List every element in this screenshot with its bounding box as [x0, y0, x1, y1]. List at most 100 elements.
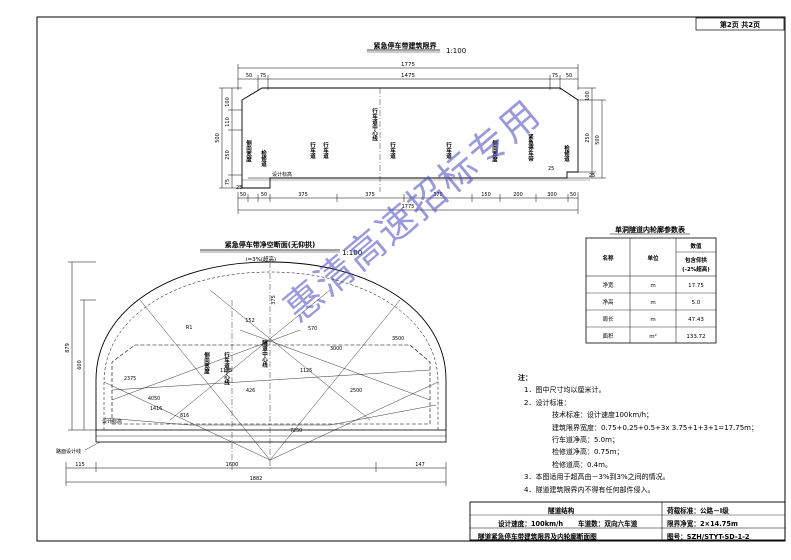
- dim-left-100: 100: [225, 97, 231, 107]
- pavement-line-label: 路面设计线: [56, 448, 81, 455]
- dim-375: 375: [271, 295, 277, 305]
- dim-bot-300: 300: [547, 192, 557, 198]
- tunnel-outer-contour: [95, 261, 447, 430]
- page-number: 第2页 共2页: [720, 20, 760, 29]
- title-block-speed: 设计速度：100km/h: [498, 520, 564, 528]
- note-line: 1．图中尺寸均以厘米计。: [524, 386, 606, 395]
- lane-label-walk-left: 检修道: [260, 149, 268, 168]
- page-number-box: [695, 17, 785, 31]
- table-row-name: 净高: [602, 298, 614, 306]
- label-1125a: 1125: [220, 368, 232, 374]
- dim-1882: 1882: [250, 476, 263, 482]
- outer-frame: [36, 16, 786, 542]
- dim-816: 816: [180, 413, 189, 419]
- dim-bot-50b: 50: [261, 192, 267, 198]
- dim-left-500: 500: [215, 133, 221, 143]
- dim-bot-50c: 50: [570, 192, 576, 198]
- design-elev-sect: 设计标高: [102, 418, 122, 425]
- table-row-value: 47.43: [688, 317, 704, 323]
- lane-centerline-label: 行车道中心线: [223, 351, 231, 387]
- table-head-sub2: (-2%超高): [682, 265, 710, 273]
- dim-right-250: 250: [585, 133, 591, 143]
- title-block-clearance: 限界净宽：2×14.75m: [667, 520, 738, 528]
- table-row-unit: m: [650, 300, 655, 306]
- table-row-unit: m: [650, 283, 655, 289]
- dim-7250: 7250: [290, 428, 302, 434]
- lane-label-side-right: 侧向宽度: [491, 139, 499, 164]
- lane-label-lane1: 行车道: [309, 141, 317, 160]
- dim-879: 879: [65, 343, 71, 353]
- label-3500: 3500: [392, 336, 404, 342]
- title-block-standard: 荷载标准：公路－I级: [667, 507, 729, 515]
- slope-label: i=3%(超高): [246, 255, 276, 263]
- table-row-unit: m: [650, 317, 655, 323]
- title-block-figure-no: 图号：SZH/STYT-SD-1-2: [667, 533, 750, 541]
- side-width-label: 侧向宽度: [203, 351, 211, 376]
- note-line: 3．本图适用于超高由－3%到3%之间的情况。: [524, 473, 670, 482]
- dim-600: 600: [77, 360, 83, 370]
- table-row-value: 17.75: [688, 283, 704, 289]
- clearance-elevation: 紧急停车带建筑限界 1:100 1775 1475 50 75 75 50 10…: [215, 41, 606, 214]
- dim-bot-200: 200: [513, 192, 523, 198]
- section-scale: 1:100: [342, 249, 362, 257]
- dim-115: 115: [75, 462, 85, 468]
- table-head-value: 数值: [690, 242, 702, 250]
- table-row-name: 周长: [602, 315, 614, 323]
- dim-top-75b: 75: [552, 73, 558, 79]
- title-block: [469, 501, 786, 541]
- lane-label-lane2b: 行车道: [389, 141, 397, 160]
- dim-top-50b: 50: [566, 73, 572, 79]
- table-row-name: 面积: [602, 333, 614, 340]
- lane-label-side-left: 侧向宽度: [245, 139, 253, 164]
- notes-block: 注： 1．图中尺寸均以厘米计。 2．设计标准： 技术标准：设计速度100km/h…: [518, 372, 788, 496]
- elevation-scale: 1:100: [446, 47, 466, 55]
- dim-bot-1775: 1775: [402, 204, 415, 210]
- label-2375: 2375: [124, 376, 136, 382]
- dim-147: 147: [415, 462, 425, 468]
- dim-1416: 1416: [150, 406, 162, 412]
- dim-top-1775: 1775: [401, 62, 415, 68]
- tunnel-cross-section: 紧急停车带净空断面(无仰拱) 1:100 i=3%(超高) 879: [56, 240, 447, 486]
- tunnel-centerline-label: 隧道中心线: [261, 339, 268, 369]
- title-block-drawing-name: 隧道紧急停车带建筑限界及内轮廓断面图: [478, 533, 597, 541]
- dim-570: 570: [308, 326, 317, 332]
- note-line: 注：: [518, 374, 532, 382]
- lane-label-lane3: 行车道: [445, 141, 453, 160]
- table-row-value: 133.72: [686, 334, 705, 340]
- dim-left-110: 110: [225, 117, 231, 127]
- table-row-unit: m²: [649, 333, 657, 340]
- dim-bot-375c: 375: [433, 192, 443, 198]
- label-2500: 2500: [350, 388, 362, 394]
- parameter-table: 单洞隧道内轮廓参数表 名称 单位 数值 包含仰拱 (-2%超高) 净宽 m 17…: [585, 225, 717, 344]
- dim-4050: 4050: [148, 396, 160, 402]
- note-line: 建筑限界宽度：0.75+0.25+0.5+3x 3.75+1+3+1=17.75…: [552, 423, 758, 432]
- dim-right-500: 500: [595, 135, 601, 145]
- dim-left-75: 75: [225, 179, 231, 185]
- section-title: 紧急停车带净空断面(无仰拱): [225, 240, 315, 249]
- dim-left-25: 25: [236, 185, 242, 191]
- label-r1: R1: [186, 325, 192, 331]
- table-head-unit: 单位: [647, 254, 659, 262]
- dim-bot-375b: 375: [365, 192, 375, 198]
- dim-top-50: 50: [246, 73, 252, 79]
- dim-bot-150: 150: [481, 192, 491, 198]
- table-row-name: 净宽: [602, 281, 614, 289]
- lane-label-lane2: 行车道: [322, 141, 330, 160]
- table-row-value: 5.0: [692, 300, 701, 306]
- lane-label-emergency: 紧急停车带: [527, 133, 534, 163]
- note-line: 检修道净高：0.75m；: [552, 448, 624, 457]
- label-3000: 3000: [330, 346, 342, 352]
- dim-top-1475: 1475: [401, 73, 415, 79]
- dim-left-250: 250: [225, 150, 231, 160]
- lane-label-centerline: 行车道中心线: [371, 107, 379, 143]
- note-line: 技术标准：设计速度100km/h；: [552, 411, 654, 420]
- note-line: 2．设计标准：: [524, 398, 571, 407]
- lane-label-walk-right: 检修道: [563, 144, 571, 163]
- table-title: 单洞隧道内轮廓参数表: [615, 225, 686, 234]
- dim-right-25: 25: [589, 173, 595, 179]
- dim-1600: 1600: [226, 462, 239, 468]
- table-head-name: 名称: [602, 254, 614, 262]
- design-elev-label: 设计标高: [272, 171, 292, 178]
- dim-152: 152: [245, 318, 255, 324]
